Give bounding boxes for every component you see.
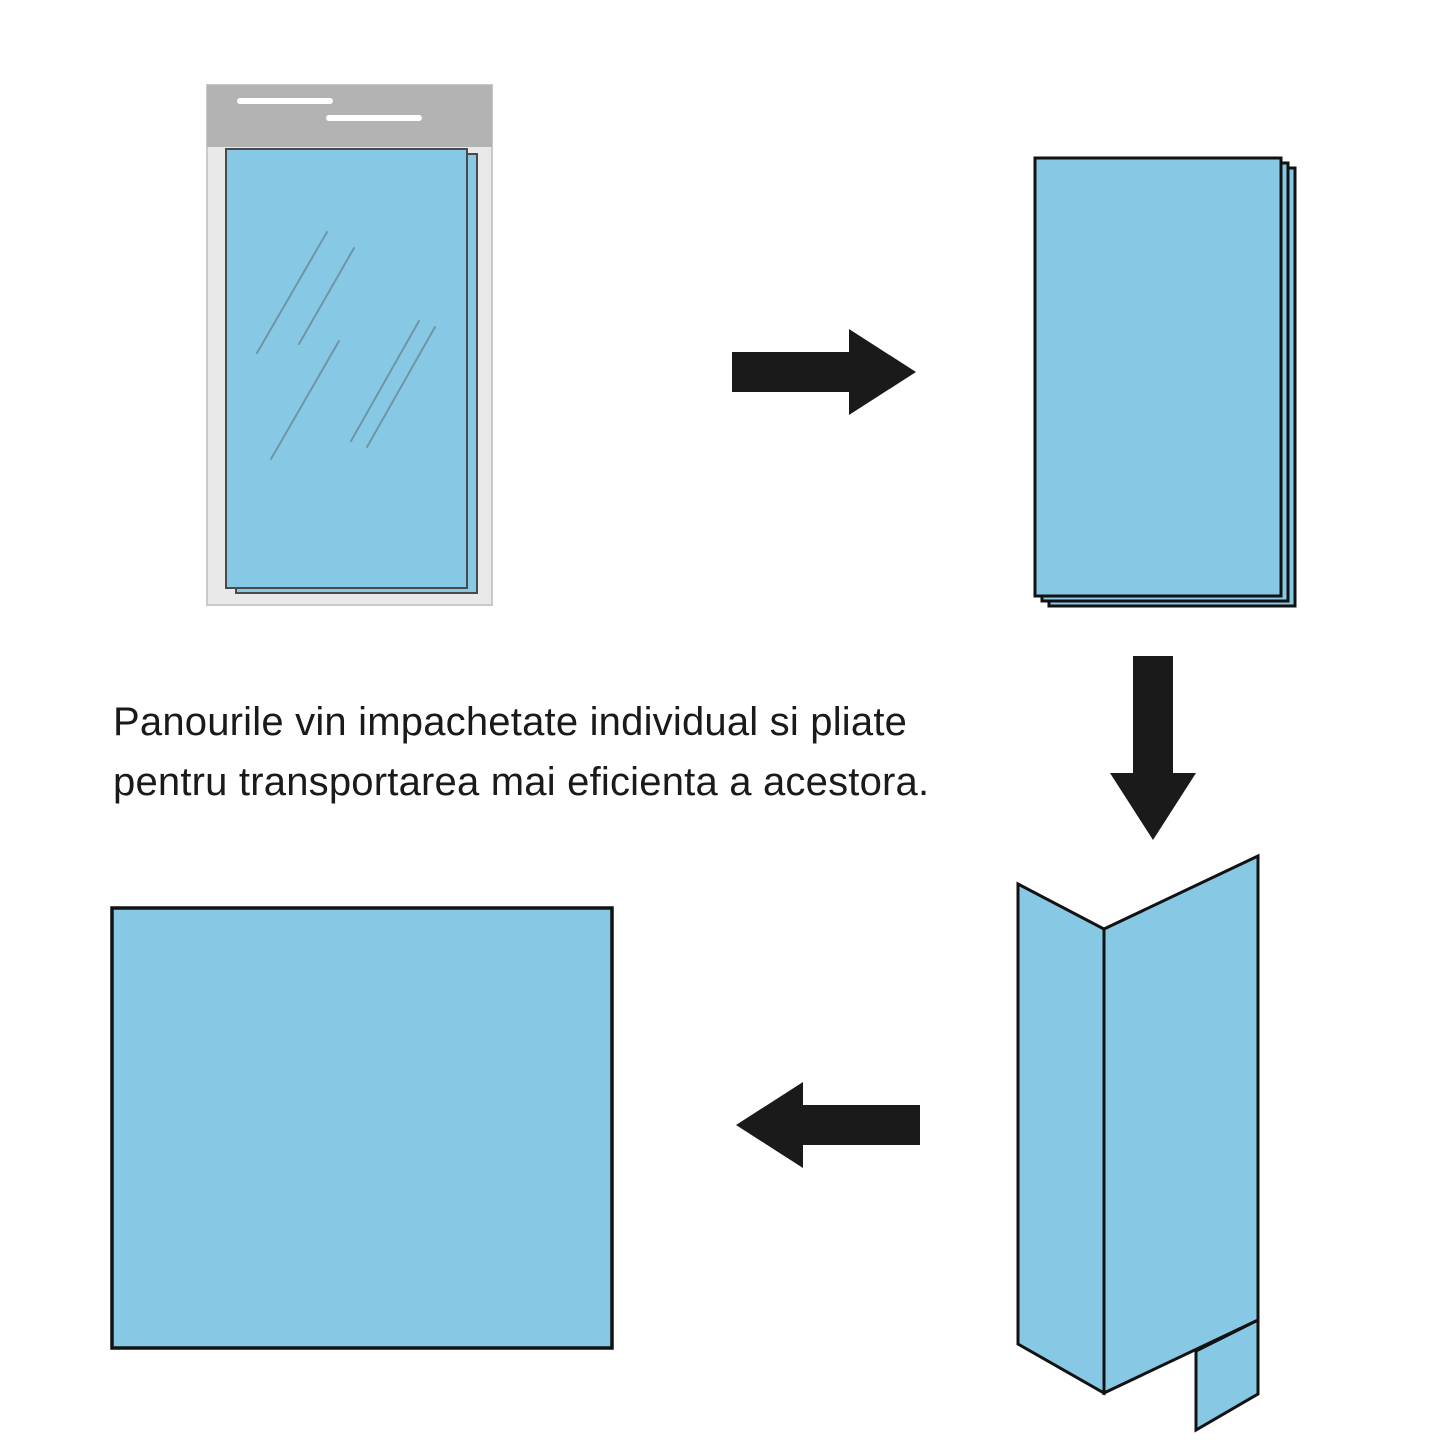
unfolded-panel: [110, 906, 614, 1350]
arrow-left-icon: [736, 1082, 920, 1168]
caption-line-2: pentru transportarea mai eficienta a ace…: [113, 760, 930, 804]
package-label-line-1: [237, 98, 333, 104]
folded-page-1: [1033, 156, 1283, 598]
unfolding-panel-right-leaf: [1102, 853, 1260, 1396]
caption-line-1: Panourile vin impachetate individual si …: [113, 700, 908, 744]
panel-front-sheet: [225, 148, 468, 589]
unfolding-panel: [1016, 853, 1260, 1433]
unfolded-panel-sheet: [110, 906, 614, 1350]
arrow-right-icon: [732, 329, 916, 415]
folded-panel: [1033, 156, 1297, 608]
arrow-down-shape: [1110, 656, 1196, 840]
arrow-right-shape: [732, 329, 916, 415]
arrow-left-shape: [736, 1082, 920, 1168]
shine-lines-icon: [256, 231, 436, 460]
package-label-line-2: [326, 115, 422, 121]
packaged-panel: [206, 84, 493, 606]
arrow-down-icon: [1110, 656, 1196, 840]
caption-text: Panourile vin impachetate individual si …: [113, 692, 929, 812]
unfolding-panel-left-leaf: [1016, 881, 1106, 1396]
